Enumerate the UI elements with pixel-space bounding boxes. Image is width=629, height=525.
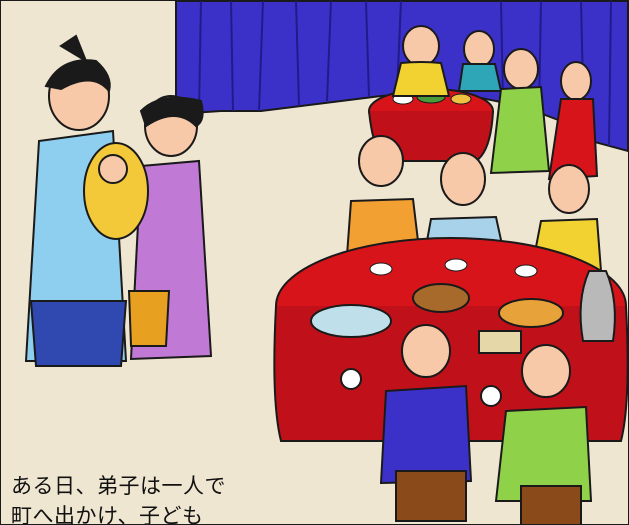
front-table (273, 237, 628, 442)
couple-with-baby (24, 34, 213, 367)
caption-line-2: 町へ出かけ、子ども (11, 504, 204, 525)
caption-line-1: ある日、弟子は一人で (11, 474, 226, 498)
back-diners (391, 25, 599, 181)
front-diners (340, 324, 593, 524)
caption-text: ある日、弟子は一人で 町へ出かけ、子ども (11, 471, 271, 525)
